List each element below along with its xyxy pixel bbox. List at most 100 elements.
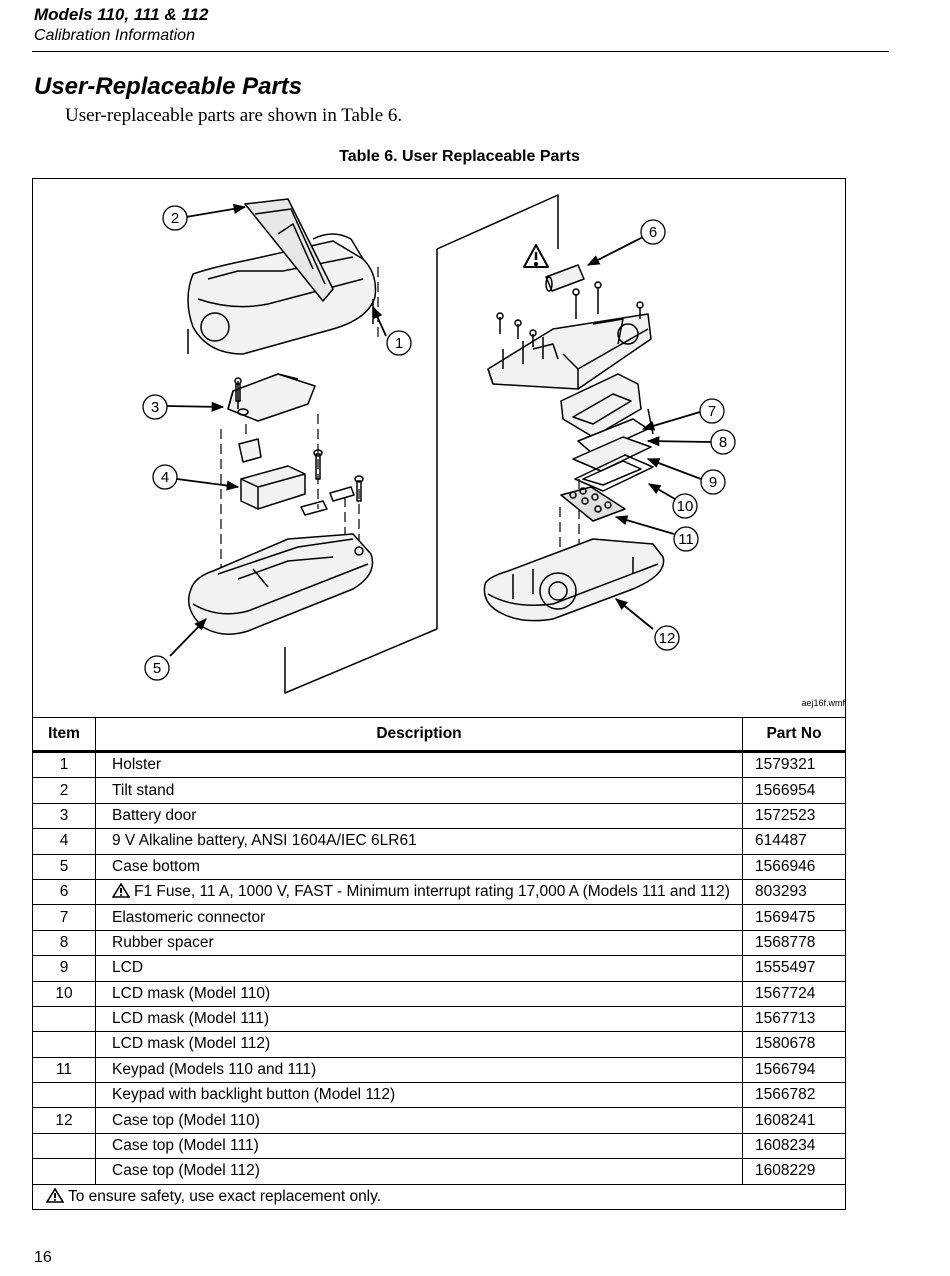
cell-description: Battery door <box>95 802 743 830</box>
callout-4-label: 4 <box>161 469 169 486</box>
cell-description-text: Keypad with backlight button (Model 112) <box>112 1086 396 1104</box>
table-footnote-row: To ensure safety, use exact replacement … <box>32 1183 846 1211</box>
cell-description-text: Battery door <box>112 806 197 824</box>
case-top-drawing <box>483 538 665 622</box>
safety-footnote: To ensure safety, use exact replacement … <box>32 1183 846 1211</box>
cell-description-text: F1 Fuse, 11 A, 1000 V, FAST - Minimum in… <box>134 883 730 901</box>
cell-item-text: 11 <box>55 1060 73 1078</box>
callout-8: 8 <box>710 429 736 455</box>
warning-icon <box>46 1187 64 1203</box>
cell-part-no-text: 1608229 <box>755 1162 816 1180</box>
cell-item-text: 12 <box>55 1111 73 1129</box>
table-row: 6 F1 Fuse, 11 A, 1000 V, FAST - Minimum i… <box>32 878 846 906</box>
cell-part-no: 1566954 <box>742 777 846 804</box>
column-header-part-no: Part No <box>742 717 846 753</box>
callout-10: 10 <box>672 493 698 519</box>
fuse-drawing <box>545 264 585 292</box>
cell-description-text: LCD mask (Model 110) <box>112 984 271 1002</box>
cell-part-no: 1569475 <box>742 904 846 931</box>
cell-item-text: 9 <box>59 959 69 977</box>
cell-part-no: 1566794 <box>742 1056 846 1084</box>
column-header-description: Description <box>95 717 743 753</box>
cell-description: Case top (Model 110) <box>95 1107 743 1134</box>
display-stack-drawing <box>560 373 654 492</box>
cell-description: Case bottom <box>95 853 743 880</box>
cell-item-text: 10 <box>55 984 73 1002</box>
cell-item-text: 6 <box>59 883 69 901</box>
cell-part-no-text: 1569475 <box>755 908 816 926</box>
cell-part-no: 1567713 <box>742 1005 846 1033</box>
cell-part-no: 1608241 <box>742 1107 846 1134</box>
cell-item-text: 2 <box>59 781 69 799</box>
cell-part-no: 1572523 <box>742 802 846 830</box>
tilt-stand-drawing <box>244 198 334 302</box>
cell-item: 6 <box>32 878 96 906</box>
cell-item: 10 <box>32 980 96 1007</box>
cell-part-no: 1555497 <box>742 955 846 982</box>
cell-part-no: 1580678 <box>742 1031 846 1058</box>
cell-part-no-text: 1568778 <box>755 933 816 951</box>
cell-item: 1 <box>32 750 96 779</box>
cell-description-text: Case bottom <box>112 857 200 875</box>
fuse-warning-icon <box>523 244 549 268</box>
cell-item-text: 5 <box>59 857 69 875</box>
footnote-text: To ensure safety, use exact replacement … <box>68 1187 382 1205</box>
callout-1: 1 <box>386 330 412 356</box>
table-caption: Table 6. User Replaceable Parts <box>339 148 580 165</box>
divider-plane-bottom <box>284 628 438 694</box>
table-row: 10 LCD mask (Model 110) 1567724 <box>32 980 846 1007</box>
cell-description: Keypad (Models 110 and 111) <box>95 1056 743 1084</box>
callout-6-label: 6 <box>649 224 657 241</box>
cell-part-no: 803293 <box>742 878 846 906</box>
callout-11: 11 <box>673 526 699 552</box>
callout-7-label: 7 <box>708 403 716 420</box>
cell-part-no-text: 1608234 <box>755 1137 816 1155</box>
cell-item: 12 <box>32 1107 96 1134</box>
cell-description-text: Tilt stand <box>112 781 175 799</box>
cell-part-no: 1566946 <box>742 853 846 880</box>
header-title: Models 110, 111 & 112 <box>34 5 209 24</box>
page-number: 16 <box>34 1249 52 1266</box>
cell-part-no-text: 1566782 <box>755 1086 816 1104</box>
section-title: User-Replaceable Parts <box>34 73 303 100</box>
cell-description: LCD <box>95 955 743 982</box>
callout-12-label: 12 <box>659 630 676 647</box>
callout-7: 7 <box>699 398 725 424</box>
cell-item <box>32 1005 96 1033</box>
cell-description-text: Case top (Model 110) <box>112 1111 260 1129</box>
cell-description-text: Rubber spacer <box>112 933 214 951</box>
cell-description-text: Holster <box>112 756 162 774</box>
cell-description: Case top (Model 112) <box>95 1158 743 1185</box>
table-row: Case top (Model 112) 1608229 <box>32 1158 846 1185</box>
figure-file-label: aej16f.wmf <box>801 698 845 708</box>
battery-drawing <box>240 465 306 510</box>
cell-item-text: 8 <box>59 933 69 951</box>
callout-12: 12 <box>654 625 680 651</box>
cell-description-text: Case top (Model 111) <box>112 1137 259 1155</box>
cell-item: 5 <box>32 853 96 880</box>
foot-pad-drawing-2 <box>329 486 355 502</box>
cell-item-text: 1 <box>59 756 69 774</box>
callout-5: 5 <box>144 655 170 681</box>
cell-item: 7 <box>32 904 96 931</box>
cell-item: 8 <box>32 929 96 957</box>
cell-description: Keypad with backlight button (Model 112) <box>95 1082 743 1109</box>
table-row: 12 Case top (Model 110) 1608241 <box>32 1107 846 1134</box>
table-row: LCD mask (Model 112)1580678 <box>32 1031 846 1058</box>
callout-8-label: 8 <box>719 434 727 451</box>
cell-part-no: 1566782 <box>742 1082 846 1109</box>
cell-part-no: 1567724 <box>742 980 846 1007</box>
cell-part-no-text: 1566946 <box>755 857 816 875</box>
pcb-pins-drawing <box>496 281 644 347</box>
foot-pad-drawing <box>300 500 328 516</box>
cell-description: Rubber spacer <box>95 929 743 957</box>
cell-part-no-text: 803293 <box>755 883 807 901</box>
callout-9: 9 <box>700 469 726 495</box>
cell-item <box>32 1132 96 1160</box>
